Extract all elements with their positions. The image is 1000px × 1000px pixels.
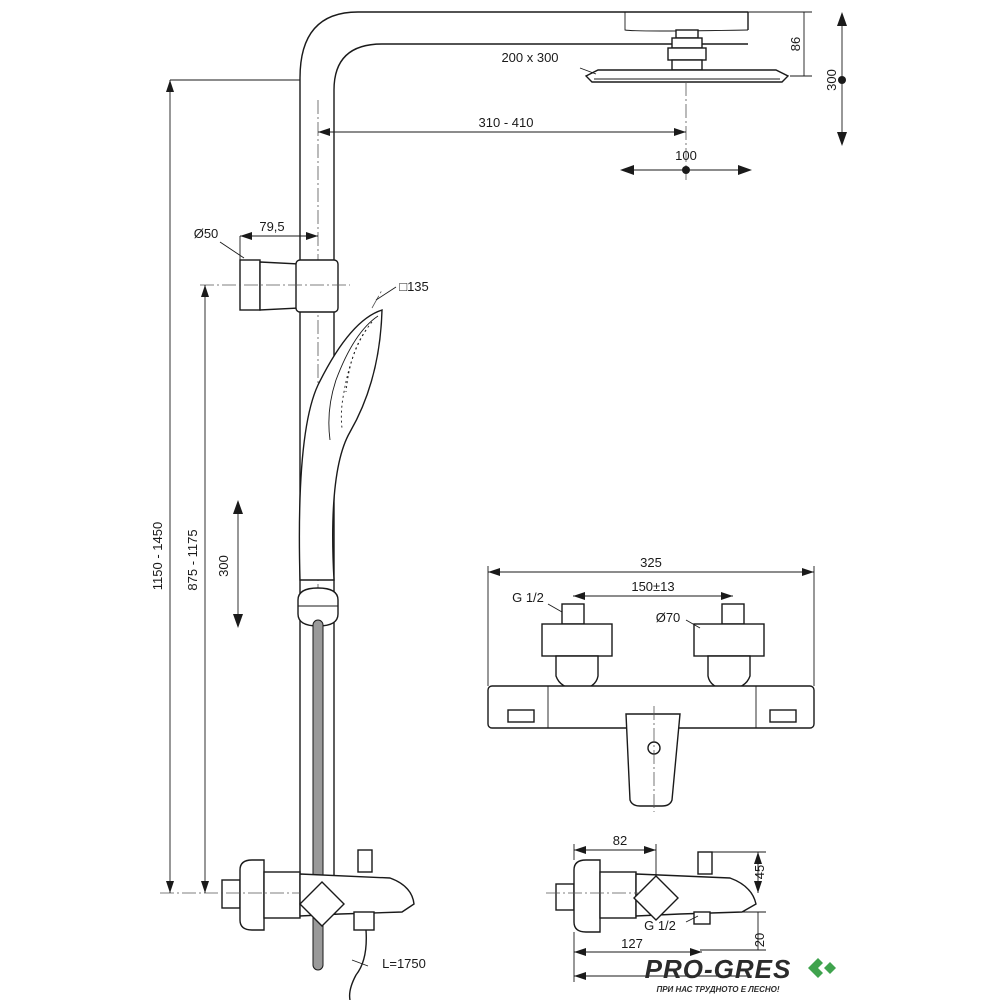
mixer-cover-plate <box>239 859 265 931</box>
dim-top-height: 86 <box>788 37 803 51</box>
mixer-body-left <box>263 871 301 919</box>
hose-curve <box>348 929 367 1000</box>
inlet-thread-left <box>561 603 585 625</box>
dim-bracket-offset: 79,5 <box>259 219 284 234</box>
mixer-small-side-view <box>546 851 757 933</box>
shower-hose <box>312 619 367 1000</box>
riser-outer-line <box>299 11 748 890</box>
handle-mark-left <box>507 709 535 723</box>
overhead-shower-head <box>584 29 790 180</box>
dim-bracket-height: 875 - 1175 <box>185 529 200 590</box>
dim-head-adjust: 100 <box>675 148 697 163</box>
small-outlet-thread <box>693 911 711 925</box>
hand-shower <box>297 289 383 627</box>
bracket-arm <box>259 261 301 311</box>
handshower-holder <box>297 587 339 627</box>
mixer-front-view <box>487 603 815 812</box>
eccentric-right <box>707 655 751 691</box>
handshower-face-line <box>328 315 379 441</box>
dimension-lines <box>166 11 847 982</box>
dim-spout-reach: 127 <box>621 936 643 951</box>
dim-cover-diameter: Ø70 <box>656 610 681 625</box>
brand-chevron-icon <box>808 958 836 978</box>
handshower-body <box>298 309 383 581</box>
mixer-hose-outlet <box>353 911 375 931</box>
small-diverter <box>633 875 679 921</box>
head-connector-top <box>675 29 699 39</box>
wall-bracket <box>200 259 350 313</box>
dim-spout-height: 45 <box>752 865 767 879</box>
small-inlet <box>555 883 575 911</box>
dim-head-size: 200 x 300 <box>501 50 558 65</box>
front-spout <box>625 713 681 807</box>
cover-plate-left <box>541 623 613 657</box>
dimension-labels: 86 300 200 x 300 310 - 410 100 Ø50 79,5 … <box>150 37 839 971</box>
mixer-diverter-knob <box>299 881 345 927</box>
bracket-clamp <box>295 259 339 313</box>
dim-inlet-spacing: 150±13 <box>631 579 674 594</box>
mixer-inlet-fitting <box>221 879 241 909</box>
brand-name: PRO-GRES <box>645 954 792 984</box>
dim-handshower: □135 <box>399 279 429 294</box>
dim-hose-length: L=1750 <box>382 956 426 971</box>
small-diverter-top <box>697 851 713 875</box>
dim-bracket-diameter: Ø50 <box>194 226 219 241</box>
cover-plate-right <box>693 623 765 657</box>
dim-slide-travel: 300 <box>216 555 231 577</box>
dim-head-total: 300 <box>824 69 839 91</box>
eccentric-left <box>555 655 599 691</box>
head-plate <box>584 69 790 83</box>
handle-mark-right <box>769 709 797 723</box>
dim-arm-reach: 310 - 410 <box>479 115 534 130</box>
dim-mixer-width: 325 <box>640 555 662 570</box>
dim-spout-depth: 82 <box>613 833 627 848</box>
handshower-nozzles <box>340 321 373 429</box>
small-body <box>599 871 637 919</box>
handshower-nozzles-2 <box>345 329 367 393</box>
dim-total-height: 1150 - 1450 <box>150 522 165 590</box>
dim-outlet-thread: G 1/2 <box>644 918 676 933</box>
arm-end-detail <box>624 12 749 32</box>
mixer-diverter-top <box>357 849 373 873</box>
brand-logo: PRO-GRES ПРИ НАС ТРУДНОТО Е ЛЕСНО! <box>645 954 836 994</box>
dim-outlet-drop: 20 <box>752 933 767 947</box>
head-ball-joint <box>667 47 707 61</box>
inlet-thread-right <box>721 603 745 625</box>
dim-inlet-thread: G 1/2 <box>512 590 544 605</box>
shower-column <box>299 11 749 900</box>
riser-inner-line <box>333 43 748 890</box>
small-cover-plate <box>573 859 601 933</box>
brand-tagline: ПРИ НАС ТРУДНОТО Е ЛЕСНО! <box>656 985 779 994</box>
mixer-side-view <box>160 849 415 931</box>
head-connector-base <box>671 59 703 71</box>
head-connector-nut <box>671 37 703 49</box>
